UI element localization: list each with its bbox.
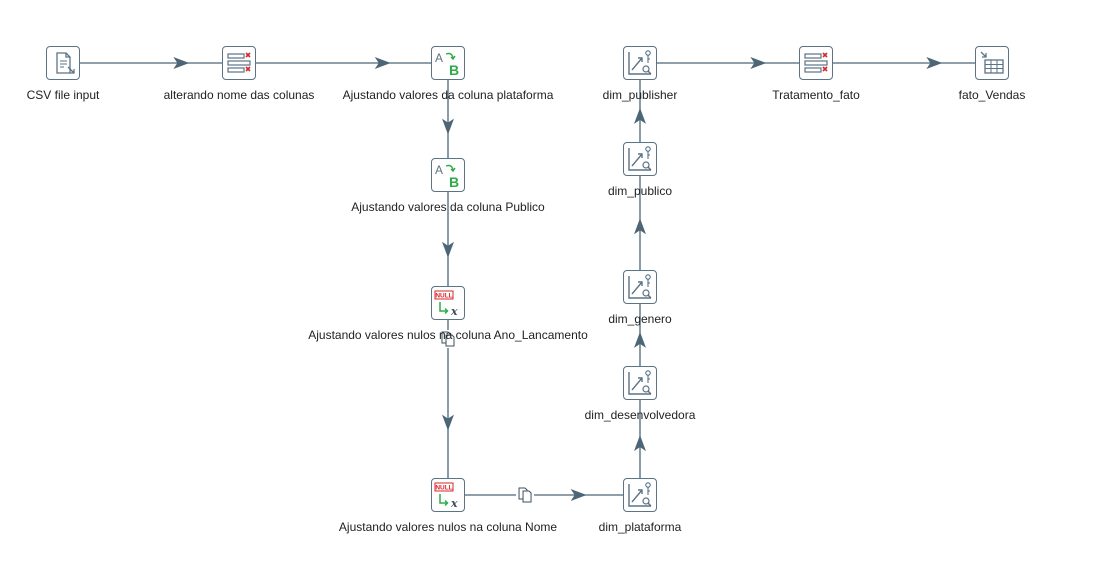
step-dim-publisher[interactable]: [623, 46, 657, 80]
hop-arrowhead: [570, 489, 587, 501]
hop-arrowhead: [634, 107, 646, 124]
step-label-ajustando-plataforma: Ajustando valores da coluna plataforma: [342, 88, 554, 102]
hop-arrowhead: [442, 118, 454, 135]
dimension-lookup-icon: [628, 274, 652, 299]
step-label-ajustando-publico: Ajustando valores da coluna Publico: [351, 200, 545, 214]
hop-arrowhead: [442, 414, 454, 431]
step-ajustando-plataforma[interactable]: A B: [431, 46, 465, 80]
step-label-csv-file-input: CSV file input: [26, 88, 100, 102]
step-label-dim-publico: dim_publico: [607, 184, 673, 198]
step-label-dim-publisher: dim_publisher: [602, 88, 678, 102]
svg-text:x: x: [450, 497, 458, 510]
select-values-icon: [804, 52, 828, 73]
dimension-lookup-icon: [628, 370, 652, 395]
hop-arrowhead: [634, 435, 646, 452]
step-nulos-ano[interactable]: NULL x: [431, 286, 465, 320]
dimension-lookup-icon: [628, 146, 652, 171]
hop-arrowhead: [750, 57, 767, 69]
svg-text:B: B: [449, 62, 459, 78]
file-input-icon: [56, 52, 75, 74]
null-badge: NULL: [435, 293, 452, 300]
dimension-lookup-icon: [628, 50, 652, 75]
step-label-dim-plataforma: dim_plataforma: [598, 520, 682, 534]
step-label-dim-desenvolvedora: dim_desenvolvedora: [584, 408, 696, 422]
if-null-icon: NULL x: [434, 482, 458, 510]
dimension-lookup-icon: [628, 482, 652, 507]
value-mapper-icon: A B: [435, 163, 459, 190]
hop-arrowhead: [173, 57, 190, 69]
hop-arrowhead: [926, 57, 943, 69]
svg-text:A: A: [435, 163, 443, 177]
step-label-nulos-ano: Ajustando valores nulos na coluna Ano_La…: [308, 328, 588, 342]
step-dim-plataforma[interactable]: [623, 478, 657, 512]
svg-text:A: A: [435, 51, 443, 65]
step-label-tratamento-fato: Tratamento_fato: [772, 88, 860, 102]
svg-text:B: B: [449, 174, 459, 190]
hop-arrowhead: [634, 218, 646, 235]
value-mapper-icon: A B: [435, 51, 459, 78]
step-label-fato-vendas: fato_Vendas: [958, 88, 1026, 102]
hop-arrowhead: [442, 241, 454, 258]
copy-rows-icon: [516, 486, 535, 504]
hop-arrowhead: [374, 57, 391, 69]
step-csv-file-input[interactable]: [46, 46, 80, 80]
hop-arrowhead: [634, 331, 646, 348]
null-badge: NULL: [435, 485, 452, 492]
step-label-dim-genero: dim_genero: [608, 312, 672, 326]
step-dim-publico[interactable]: [623, 142, 657, 176]
step-tratamento-fato[interactable]: [799, 46, 833, 80]
svg-text:x: x: [450, 305, 458, 318]
table-output-icon: [980, 51, 1004, 74]
step-label-alterando-nome: alterando nome das colunas: [163, 88, 315, 102]
step-fato-vendas[interactable]: [975, 46, 1009, 80]
step-ajustando-publico[interactable]: A B: [431, 158, 465, 192]
step-nulos-nome[interactable]: NULL x: [431, 478, 465, 512]
step-alterando-nome[interactable]: [222, 46, 256, 80]
copy-rows-icon: [439, 329, 457, 348]
if-null-icon: NULL x: [434, 290, 458, 318]
step-label-nulos-nome: Ajustando valores nulos na coluna Nome: [338, 520, 558, 534]
step-dim-desenvolvedora[interactable]: [623, 366, 657, 400]
select-values-icon: [227, 52, 251, 73]
step-dim-genero[interactable]: [623, 270, 657, 304]
